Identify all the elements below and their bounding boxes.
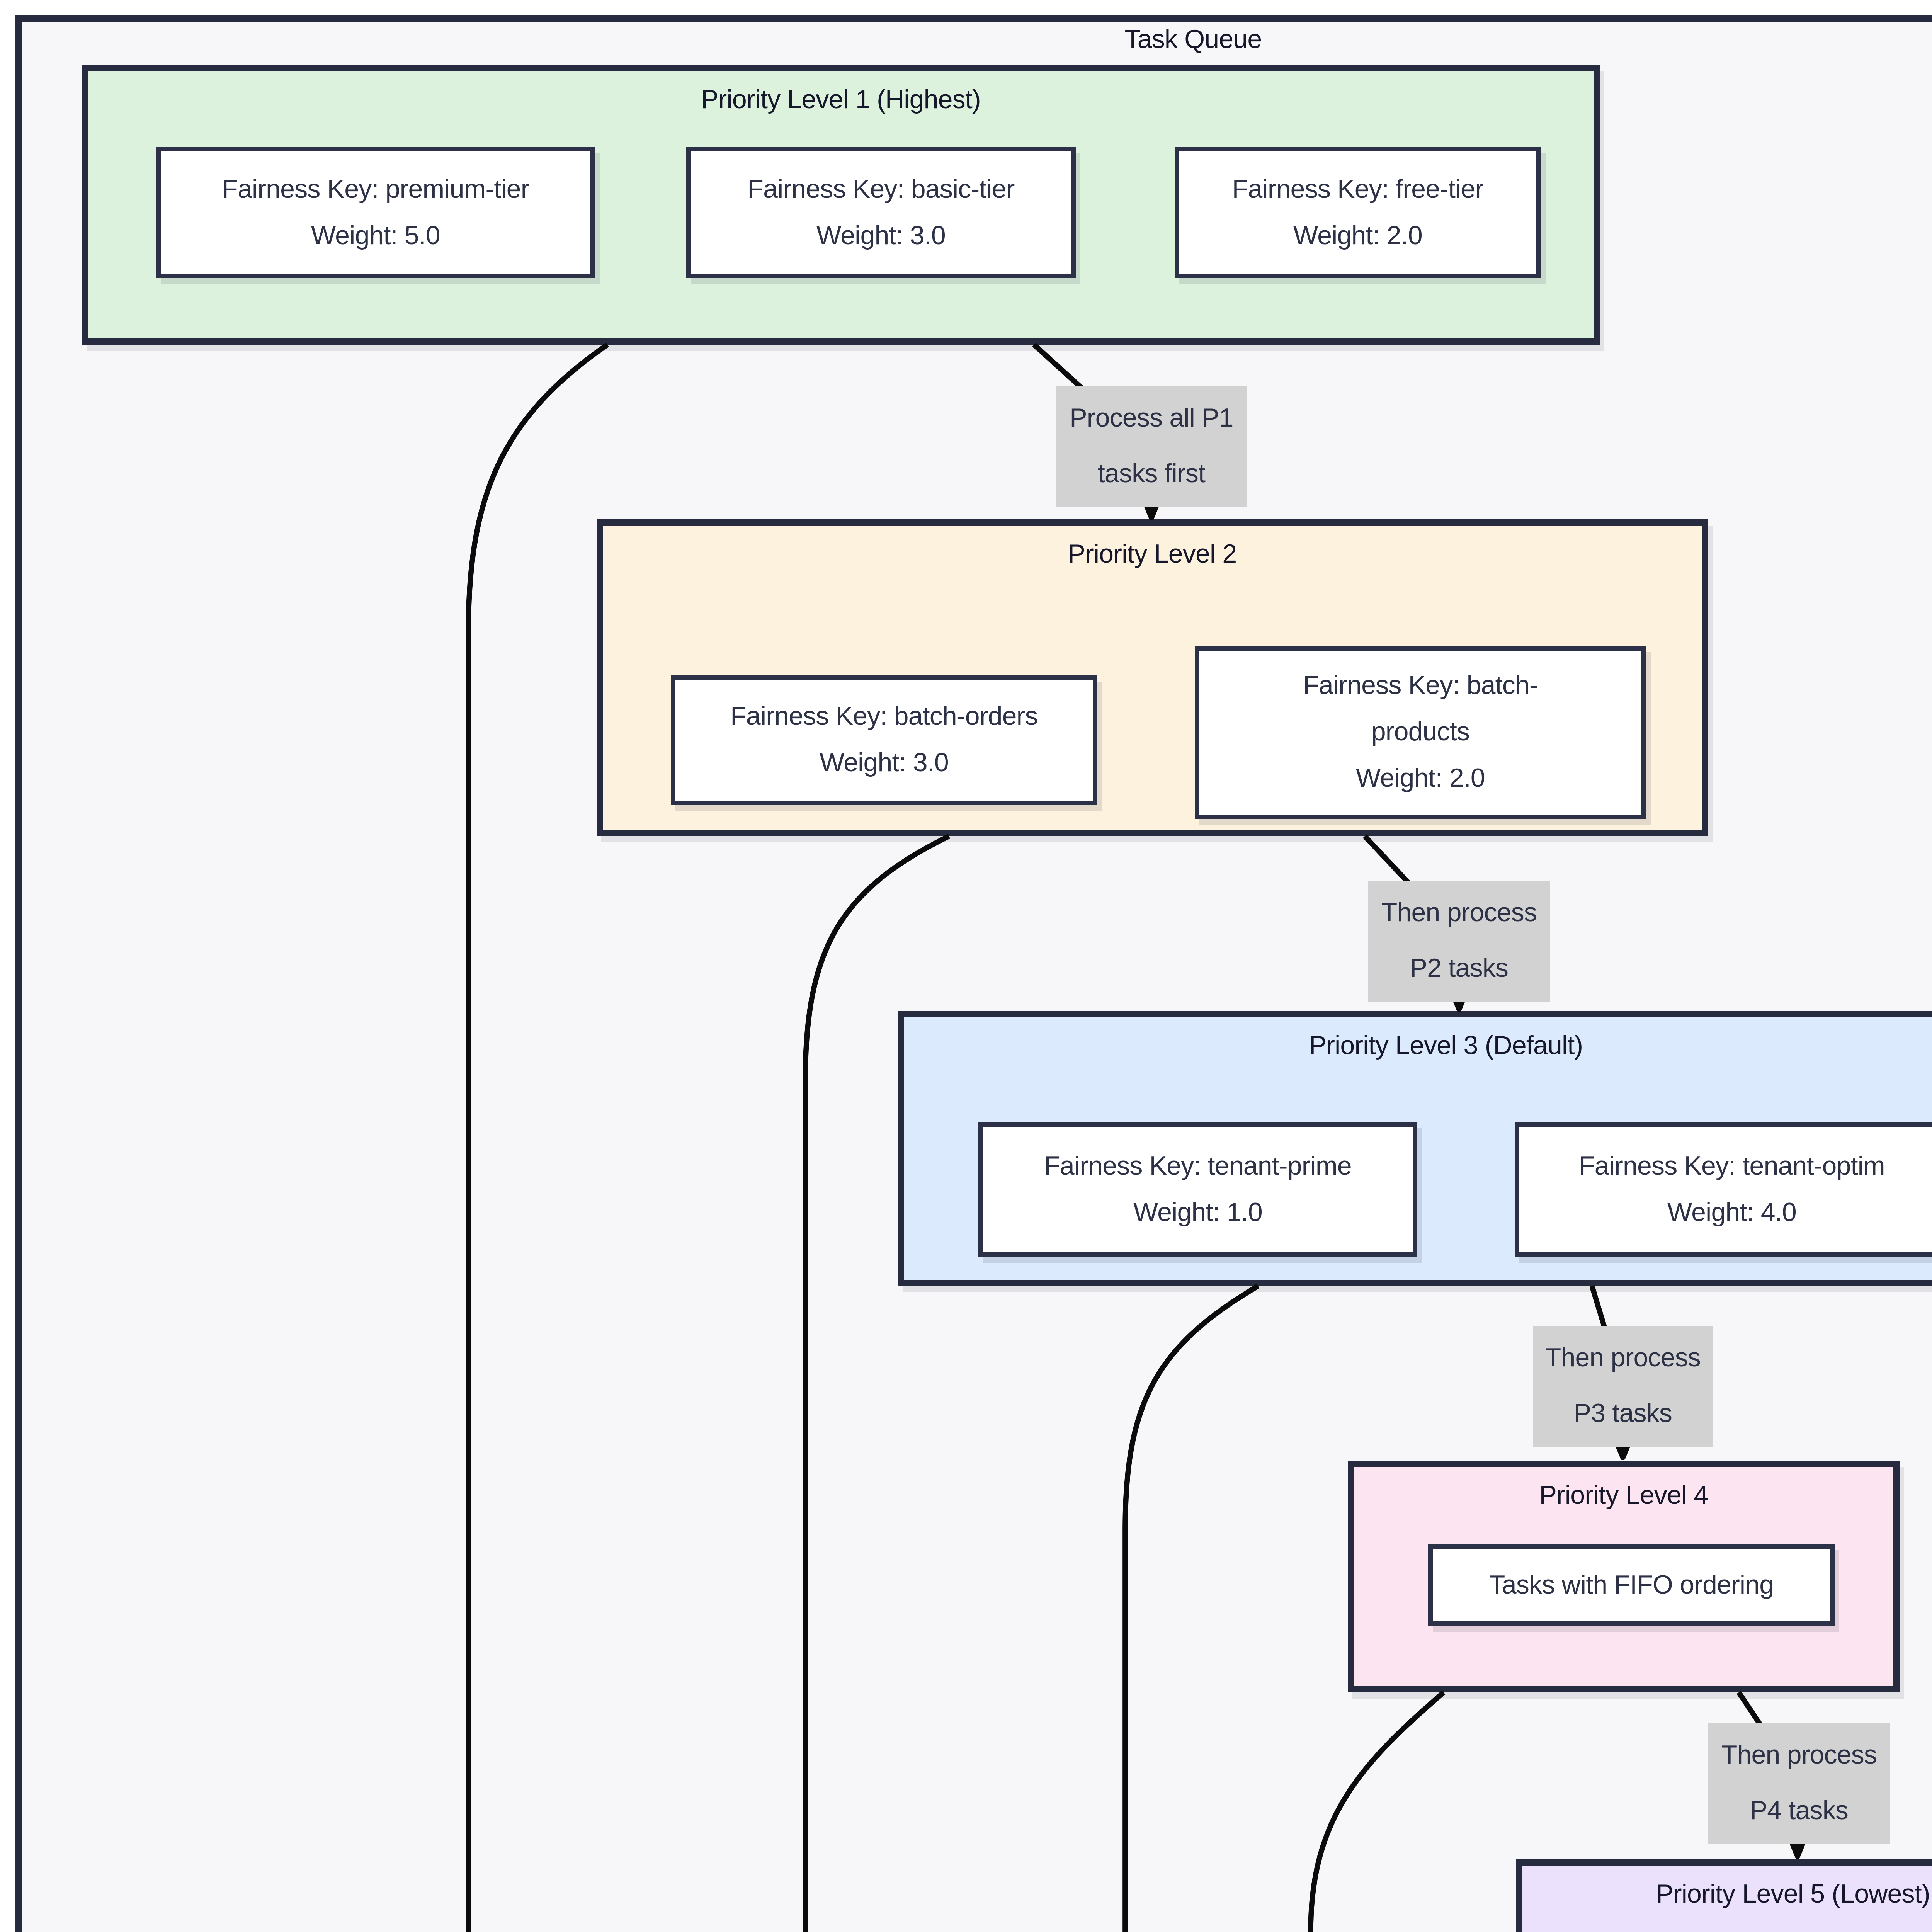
node-p4-fifo: Tasks with FIFO ordering (1428, 1544, 1835, 1626)
fairness-key-label: Fairness Key: batch-orders (730, 702, 1038, 731)
edge-label-process-p1: Process all P1 tasks first (1056, 386, 1247, 507)
node-batch-products: Fairness Key: batch-products Weight: 2.0 (1195, 646, 1646, 819)
priority-level-5-title: Priority Level 5 (Lowest) (1656, 1879, 1930, 1909)
node-batch-orders: Fairness Key: batch-orders Weight: 3.0 (671, 675, 1097, 805)
weight-label: Weight: 2.0 (1356, 764, 1485, 793)
node-free-tier: Fairness Key: free-tier Weight: 2.0 (1175, 147, 1541, 278)
priority-level-1-group: Priority Level 1 (Highest) Fairness Key:… (82, 65, 1600, 345)
weight-label: Weight: 4.0 (1667, 1197, 1797, 1226)
node-tenant-optim: Fairness Key: tenant-optim Weight: 4.0 (1515, 1122, 1932, 1257)
fairness-key-label: Fairness Key: premium-tier (222, 174, 529, 203)
edge-label-process-p3: Then process P3 tasks (1533, 1326, 1713, 1447)
fairness-key-label: Fairness Key: basic-tier (747, 174, 1015, 203)
node-basic-tier: Fairness Key: basic-tier Weight: 3.0 (686, 147, 1076, 278)
priority-level-3-group: Priority Level 3 (Default) Fairness Key:… (898, 1011, 1932, 1286)
weight-label: Weight: 1.0 (1133, 1197, 1263, 1226)
priority-level-2-group: Priority Level 2 Fairness Key: batch-ord… (597, 519, 1708, 836)
fairness-key-label: Fairness Key: free-tier (1232, 174, 1484, 203)
fifo-label: Tasks with FIFO ordering (1489, 1570, 1774, 1599)
node-tenant-prime: Fairness Key: tenant-prime Weight: 1.0 (978, 1122, 1417, 1257)
node-premium-tier: Fairness Key: premium-tier Weight: 5.0 (156, 147, 595, 278)
fairness-key-label: Fairness Key: batch-products (1303, 671, 1538, 747)
weight-label: Weight: 5.0 (311, 220, 440, 250)
task-queue-title: Task Queue (1124, 25, 1262, 54)
weight-label: Weight: 3.0 (816, 220, 946, 250)
priority-level-3-title: Priority Level 3 (Default) (1309, 1031, 1583, 1060)
edge-label-process-p4: Then process P4 tasks (1708, 1723, 1890, 1844)
priority-level-1-title: Priority Level 1 (Highest) (701, 85, 981, 114)
fairness-key-label: Fairness Key: tenant-prime (1044, 1151, 1352, 1180)
priority-level-4-title: Priority Level 4 (1539, 1481, 1709, 1510)
priority-level-2-title: Priority Level 2 (1068, 539, 1237, 569)
priority-level-4-group: Priority Level 4 Tasks with FIFO orderin… (1348, 1461, 1900, 1692)
fairness-key-label: Fairness Key: tenant-optim (1579, 1151, 1885, 1180)
weight-label: Weight: 3.0 (820, 748, 949, 777)
weight-label: Weight: 2.0 (1293, 220, 1423, 250)
edge-label-process-p2: Then process P2 tasks (1368, 881, 1550, 1002)
priority-level-5-group: Priority Level 5 (Lowest) Tasks with FIF… (1516, 1859, 1932, 1932)
